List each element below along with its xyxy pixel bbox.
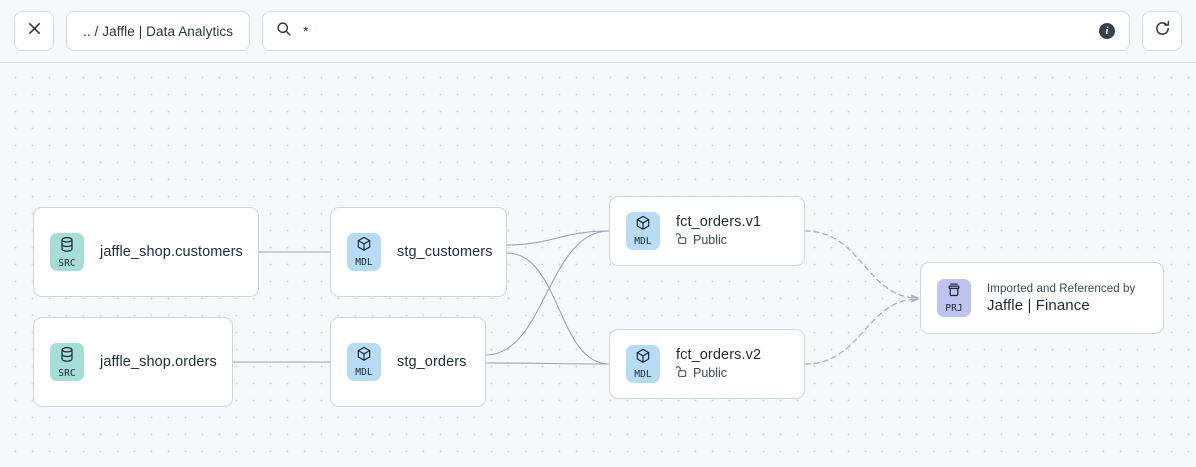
- badge-code-label: SRC: [58, 257, 76, 269]
- refresh-icon: [1154, 20, 1171, 42]
- node-text: stg_customers: [397, 244, 493, 260]
- node-stg-orders[interactable]: MDL stg_orders: [330, 317, 486, 407]
- project-badge: PRJ: [937, 279, 971, 317]
- toolbar: .. / Jaffle | Data Analytics i: [0, 0, 1196, 63]
- database-icon: [59, 346, 75, 368]
- graph-canvas[interactable]: SRC jaffle_shop.customers SRC jaffle_sh: [0, 63, 1196, 467]
- node-text: fct_orders.v1 Public: [675, 214, 762, 248]
- badge-code-label: SRC: [58, 367, 76, 379]
- node-text: jaffle_shop.orders: [100, 354, 217, 370]
- close-icon: [27, 21, 42, 41]
- model-badge: MDL: [347, 233, 381, 271]
- cube-icon: [356, 236, 372, 257]
- node-title: stg_orders: [397, 354, 467, 370]
- project-box-icon: [946, 282, 962, 303]
- node-title: stg_customers: [397, 244, 493, 260]
- visibility-badge: Public: [675, 232, 761, 248]
- node-jaffle-finance[interactable]: PRJ Imported and Referenced by Jaffle | …: [920, 262, 1164, 334]
- unlock-icon: [675, 365, 688, 381]
- search-bar[interactable]: i: [262, 11, 1130, 51]
- database-icon: [59, 236, 75, 258]
- model-badge: MDL: [626, 212, 660, 250]
- node-stg-customers[interactable]: MDL stg_customers: [330, 207, 507, 297]
- refresh-button[interactable]: [1142, 11, 1182, 51]
- dashed-edges: [804, 230, 919, 365]
- source-badge: SRC: [50, 343, 84, 381]
- breadcrumb[interactable]: .. / Jaffle | Data Analytics: [66, 11, 251, 51]
- visibility-badge: Public: [675, 365, 761, 381]
- node-overline: Imported and Referenced by: [987, 282, 1136, 295]
- node-jaffle-shop-customers[interactable]: SRC jaffle_shop.customers: [33, 207, 259, 297]
- node-title: fct_orders.v2: [676, 347, 762, 363]
- node-text: Imported and Referenced by Jaffle | Fina…: [987, 283, 1135, 314]
- cube-icon: [356, 346, 372, 367]
- node-title: jaffle_shop.orders: [100, 354, 217, 370]
- node-title: Jaffle | Finance: [987, 296, 1090, 314]
- info-icon[interactable]: i: [1099, 23, 1115, 39]
- node-jaffle-shop-orders[interactable]: SRC jaffle_shop.orders: [33, 317, 233, 407]
- close-button[interactable]: [14, 11, 54, 51]
- node-fct-orders-v2[interactable]: MDL fct_orders.v2 Public: [609, 329, 805, 399]
- node-title: fct_orders.v1: [676, 214, 762, 230]
- model-badge: MDL: [347, 343, 381, 381]
- model-badge: MDL: [626, 345, 660, 383]
- cube-icon: [635, 215, 651, 236]
- badge-code-label: MDL: [634, 369, 652, 381]
- visibility-label: Public: [693, 233, 728, 247]
- visibility-label: Public: [693, 366, 728, 380]
- search-input[interactable]: [303, 23, 1088, 39]
- badge-code-label: MDL: [355, 257, 373, 269]
- badge-code-label: MDL: [355, 367, 373, 379]
- badge-code-label: MDL: [634, 236, 652, 248]
- node-title: jaffle_shop.customers: [100, 244, 243, 260]
- node-text: stg_orders: [397, 354, 467, 370]
- search-icon: [276, 21, 292, 42]
- node-text: fct_orders.v2 Public: [675, 347, 762, 381]
- badge-code-label: PRJ: [945, 303, 963, 315]
- source-badge: SRC: [50, 233, 84, 271]
- node-text: jaffle_shop.customers: [100, 244, 243, 260]
- unlock-icon: [675, 232, 688, 248]
- cube-icon: [635, 348, 651, 369]
- node-fct-orders-v1[interactable]: MDL fct_orders.v1 Public: [609, 196, 805, 266]
